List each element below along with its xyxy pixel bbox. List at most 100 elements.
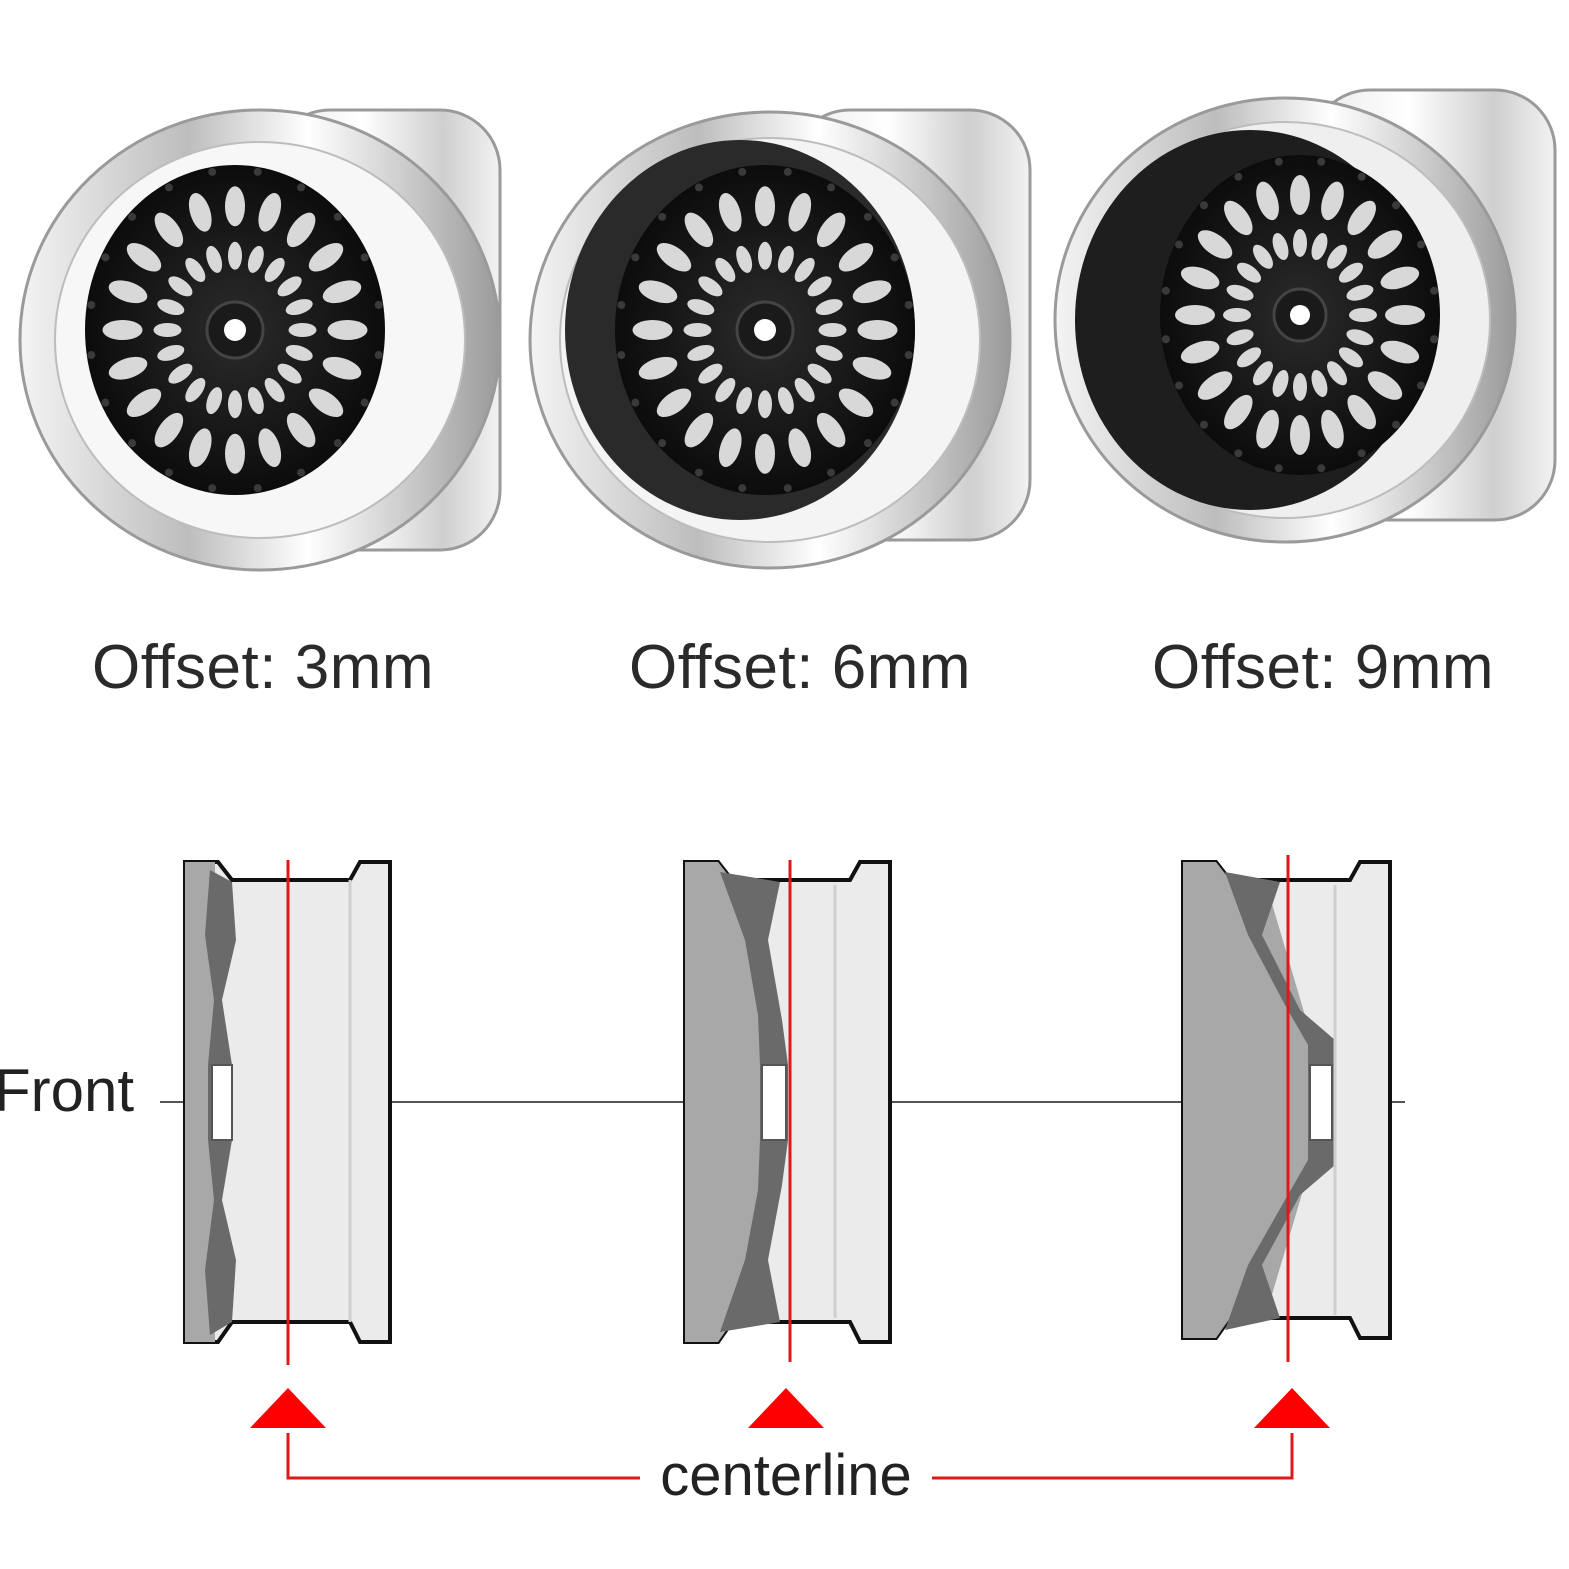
spoke-window — [852, 280, 892, 304]
rim-bolt — [631, 398, 640, 407]
spoke-window — [815, 299, 843, 315]
rim-bolt — [658, 212, 667, 221]
spoke-window — [327, 320, 368, 340]
spoke-window — [632, 320, 673, 340]
spoke-window — [185, 257, 206, 282]
rim-bolt — [1357, 172, 1366, 181]
spoke-window — [225, 186, 245, 227]
rim-bolt — [658, 439, 667, 448]
spoke-window — [1293, 229, 1307, 257]
rim-bolt — [694, 183, 703, 192]
spoke-window — [1180, 340, 1220, 364]
rim-bolt — [890, 253, 899, 262]
spoke-window — [225, 433, 245, 474]
spoke-window — [638, 280, 678, 304]
spoke-window — [1197, 371, 1233, 400]
spoke-window — [168, 276, 193, 297]
front-label: Front — [0, 1057, 135, 1124]
spoke-window — [1327, 361, 1348, 386]
centerline-triangle-9mm — [1254, 1388, 1330, 1428]
rim-bolt — [360, 398, 369, 407]
rim-bolt — [1199, 201, 1208, 210]
spoke-window — [755, 186, 775, 227]
rim-bolt — [631, 253, 640, 262]
spoke-window — [277, 276, 302, 297]
spoke-window — [1252, 244, 1273, 269]
centerline-label: centerline — [652, 1442, 920, 1509]
spoke-window — [258, 193, 282, 232]
spoke-window — [206, 245, 223, 273]
spoke-window — [718, 193, 742, 232]
spoke-window — [264, 378, 285, 403]
spoke-window — [1197, 230, 1233, 259]
rim-bolt — [164, 183, 173, 192]
rim-bolt — [738, 167, 747, 176]
spoke-window — [228, 241, 242, 270]
spoke-window — [1236, 262, 1262, 283]
rim-bolt — [253, 167, 262, 176]
spoke-window — [684, 412, 714, 448]
spoke-window — [285, 345, 313, 361]
spoke-window — [838, 242, 874, 272]
rim-bolt — [694, 468, 703, 477]
rim-bolt — [333, 212, 342, 221]
offset-label-3mm: Offset: 3mm — [92, 633, 434, 702]
cross-section-9mm — [1181, 860, 1392, 1340]
spoke-window — [1380, 266, 1420, 290]
spoke-window — [1346, 329, 1374, 346]
spoke-window — [1385, 305, 1425, 325]
spoke-window — [807, 363, 832, 384]
spoke-window — [755, 433, 775, 474]
spoke-window — [1347, 394, 1376, 430]
rim-bolt — [827, 183, 836, 192]
rim-bolt — [128, 439, 137, 448]
spoke-window — [857, 320, 898, 340]
spoke-window — [687, 345, 715, 361]
spoke-window — [126, 242, 162, 272]
rim-bolt — [374, 351, 383, 360]
spoke-window — [185, 378, 206, 403]
rim-bolt — [374, 300, 383, 309]
spoke-window — [228, 390, 242, 419]
spoke-window — [1252, 361, 1273, 386]
spoke-window — [698, 276, 723, 297]
centerline-triangle-3mm — [250, 1388, 326, 1428]
rim-bolt — [1175, 381, 1184, 390]
spoke-window — [838, 388, 874, 418]
spoke-window — [683, 323, 712, 337]
offset-label-9mm: Offset: 9mm — [1152, 633, 1494, 702]
spoke-window — [1293, 373, 1307, 401]
spoke-window — [247, 245, 264, 273]
rim-bolt — [87, 351, 96, 360]
spoke-window — [308, 242, 344, 272]
rim-bolt — [360, 253, 369, 262]
spoke-window — [1321, 181, 1344, 221]
spoke-window — [188, 428, 212, 467]
rim-bolt — [827, 468, 836, 477]
spoke-window — [698, 363, 723, 384]
spoke-window — [157, 345, 185, 361]
spoke-window — [285, 299, 313, 315]
rim-bolt — [1175, 240, 1184, 249]
spoke-window — [684, 212, 714, 248]
spoke-window — [715, 257, 736, 282]
spoke-window — [816, 212, 846, 248]
spoke-window — [1224, 200, 1253, 236]
rim-bolt — [890, 398, 899, 407]
cross-section-6mm — [683, 860, 892, 1344]
rim-bolt — [128, 212, 137, 221]
spoke-window — [1327, 244, 1348, 269]
wheel-photo-6mm — [528, 108, 1032, 570]
spoke-window — [758, 390, 772, 419]
rim-bolt — [164, 468, 173, 477]
spoke-window — [1367, 230, 1403, 259]
spoke-window — [656, 242, 692, 272]
rim-bolt — [87, 300, 96, 309]
spoke-window — [816, 412, 846, 448]
spoke-window — [258, 428, 282, 467]
spoke-window — [286, 212, 316, 248]
rim-bolt — [783, 167, 792, 176]
spoke-window — [1290, 415, 1310, 455]
rim-bolt — [1357, 449, 1366, 458]
spoke-window — [1367, 371, 1403, 400]
